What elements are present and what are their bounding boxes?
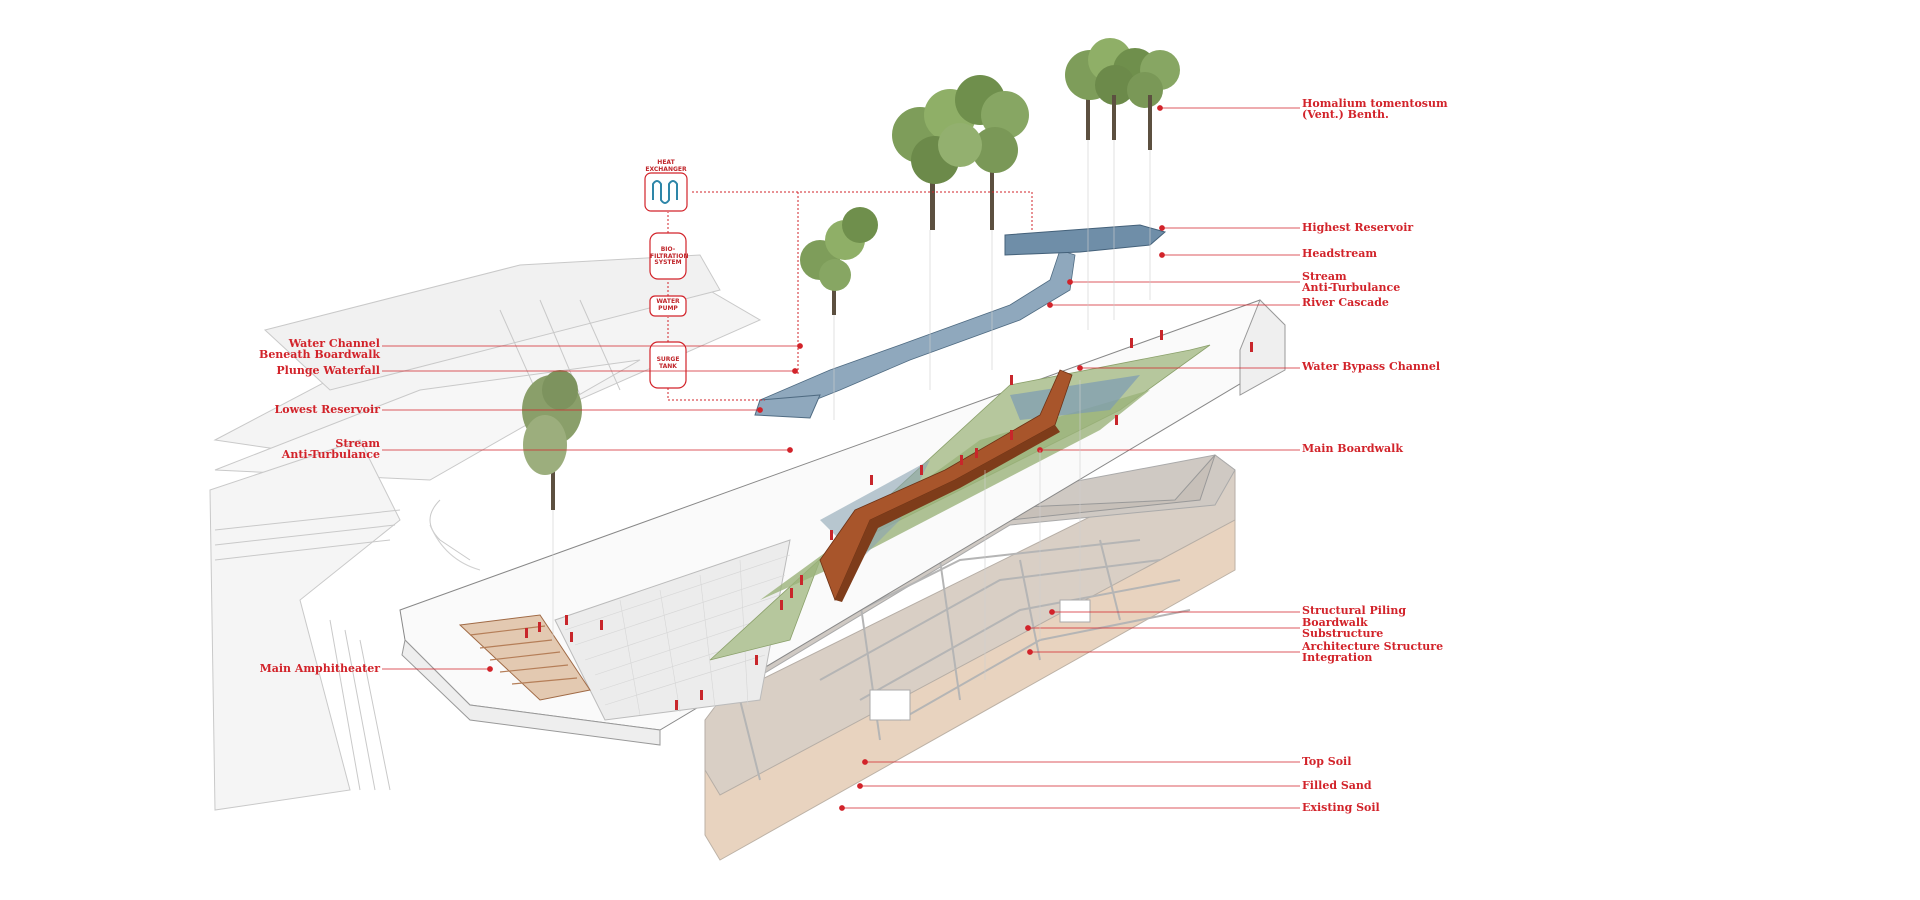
label-line: Main Amphitheater <box>259 662 380 675</box>
label-existing-soil: Existing Soil <box>1302 802 1380 813</box>
label-line: Plunge Waterfall <box>276 364 380 377</box>
label-line: Architecture Structure <box>1302 640 1444 653</box>
label-filled-sand: Filled Sand <box>1302 780 1372 791</box>
label-water-channel-beneath-boardwalk: Water Channel Beneath Boardwalk <box>259 338 380 360</box>
tree-cluster-small <box>800 207 878 315</box>
label-lowest-reservoir: Lowest Reservoir <box>275 404 380 415</box>
label-stream-anti-turbulance-right: Stream Anti-Turbulance <box>1302 271 1400 293</box>
surge-tank-line-2: TANK <box>659 362 677 370</box>
label-line: River Cascade <box>1302 296 1389 309</box>
label-architecture-structure-integration: Architecture Structure Integration <box>1302 641 1443 663</box>
leader-lines <box>382 105 1300 811</box>
heat-exchanger-line-2: EXCHANGER <box>645 165 687 173</box>
label-highest-reservoir: Highest Reservoir <box>1302 222 1413 233</box>
label-boardwalk-substructure: Boardwalk Substructure <box>1302 617 1383 639</box>
label-line: Anti-Turbulance <box>1302 281 1401 294</box>
label-line: Homalium tomentosum <box>1302 97 1448 110</box>
label-line: Beneath Boardwalk <box>259 348 380 361</box>
amphitheater <box>458 614 591 701</box>
water-system-boxes <box>644 172 688 389</box>
label-line: Integration <box>1302 651 1373 664</box>
projection-lines <box>552 140 1151 680</box>
surge-tank-label: SURGE TANK <box>650 356 686 370</box>
tree-left <box>522 370 582 510</box>
label-line: Existing Soil <box>1302 801 1380 814</box>
label-main-boardwalk: Main Boardwalk <box>1302 443 1403 454</box>
water-pump-line-2: PUMP <box>658 304 678 312</box>
label-line: Water Channel <box>288 337 380 350</box>
label-line: Anti-Turbulance <box>281 448 380 461</box>
label-line: (Vent.) Benth. <box>1302 108 1389 121</box>
water-pump-line-1: WATER <box>656 298 680 305</box>
label-headstream: Headstream <box>1302 248 1377 259</box>
label-line: Lowest Reservoir <box>274 403 380 416</box>
heat-exchanger-line-1: HEAT <box>657 159 675 166</box>
label-main-amphitheater: Main Amphitheater <box>260 663 380 674</box>
surge-tank-line-1: SURGE <box>656 356 680 363</box>
label-line: Water Bypass Channel <box>1302 360 1441 373</box>
label-plunge-waterfall: Plunge Waterfall <box>276 365 380 376</box>
people-figures <box>525 330 1253 710</box>
bio-filtration-line-2: FILTRATION <box>650 252 689 260</box>
label-structural-piling: Structural Piling <box>1302 605 1406 616</box>
tree-cluster-middle <box>892 75 1029 230</box>
label-line: Stream <box>1302 270 1347 283</box>
bio-filtration-line-1: BIO- <box>660 246 676 253</box>
label-line: Highest Reservoir <box>1302 221 1414 234</box>
label-line: Stream <box>335 437 380 450</box>
label-line: Substructure <box>1302 627 1384 640</box>
label-stream-anti-turbulance-left: Stream Anti-Turbulance <box>282 438 380 460</box>
bio-filtration-label: BIO- FILTRATION SYSTEM <box>650 246 689 267</box>
water-pump-label: WATER PUMP <box>650 298 686 312</box>
label-line: Boardwalk <box>1302 616 1368 629</box>
label-line: Main Boardwalk <box>1302 442 1403 455</box>
label-line: Filled Sand <box>1302 779 1372 792</box>
label-line: Top Soil <box>1302 755 1352 768</box>
tree-cluster-top <box>1065 38 1180 150</box>
heat-exchanger-label: HEAT EXCHANGER <box>645 159 687 173</box>
main-boardwalk-ribbon <box>819 369 1073 602</box>
label-top-soil: Top Soil <box>1302 756 1351 767</box>
label-line: Structural Piling <box>1302 604 1407 617</box>
water-channel-upper <box>754 224 1167 419</box>
label-river-cascade: River Cascade <box>1302 297 1389 308</box>
label-water-bypass-channel: Water Bypass Channel <box>1302 361 1440 372</box>
label-homalium-tomentosum: Homalium tomentosum (Vent.) Benth. <box>1302 98 1448 120</box>
label-line: Headstream <box>1302 247 1378 260</box>
bio-filtration-line-3: SYSTEM <box>654 259 682 266</box>
